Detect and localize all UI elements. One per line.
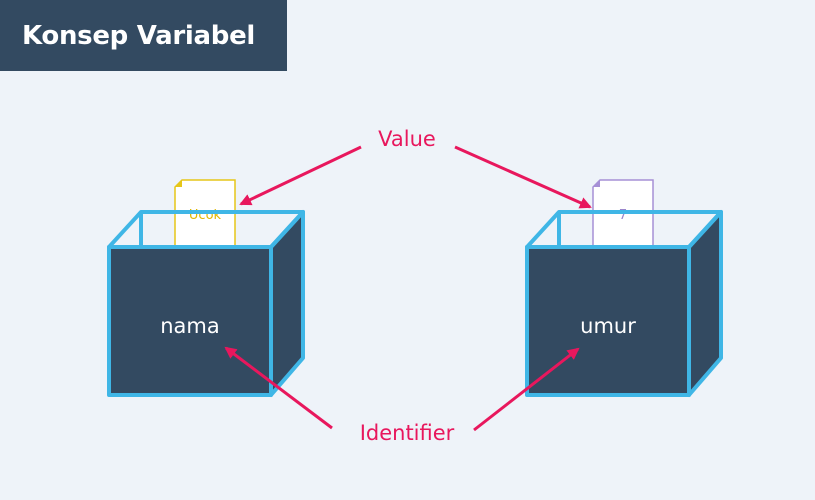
variable-box-nama: Ucok nama xyxy=(107,179,305,397)
value-arrow-right xyxy=(454,145,592,209)
identifier-arrow-right xyxy=(473,347,580,432)
box-front-face xyxy=(525,245,691,397)
box-front-face xyxy=(107,245,273,397)
title-banner: Konsep Variabel xyxy=(0,0,287,71)
identifier-label-umur: umur xyxy=(580,314,636,338)
value-annotation-label: Value xyxy=(378,127,436,151)
value-text-seven: 7 xyxy=(619,208,627,223)
variable-box-umur: 7 umur xyxy=(525,179,723,397)
identifier-arrow-left xyxy=(224,346,333,430)
identifier-label-nama: nama xyxy=(160,314,220,338)
page-title: Konsep Variabel xyxy=(22,20,256,51)
value-arrow-left xyxy=(239,145,362,206)
identifier-annotation-label: Identifier xyxy=(360,421,455,445)
